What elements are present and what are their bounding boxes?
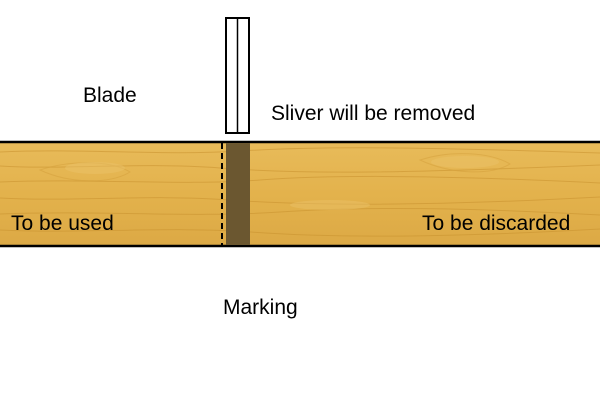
to-be-discarded-label: To be discarded — [422, 212, 571, 235]
marking-label: Marking — [223, 296, 298, 319]
wood-plank — [0, 140, 600, 248]
sliver-label: Sliver will be removed — [271, 102, 476, 125]
kerf-sliver — [226, 143, 250, 245]
wood-highlights — [65, 156, 499, 210]
blade-label: Blade — [83, 84, 137, 107]
saw-blade — [225, 17, 250, 134]
wood-plank-body — [0, 142, 600, 246]
to-be-used-label: To be used — [11, 212, 114, 235]
